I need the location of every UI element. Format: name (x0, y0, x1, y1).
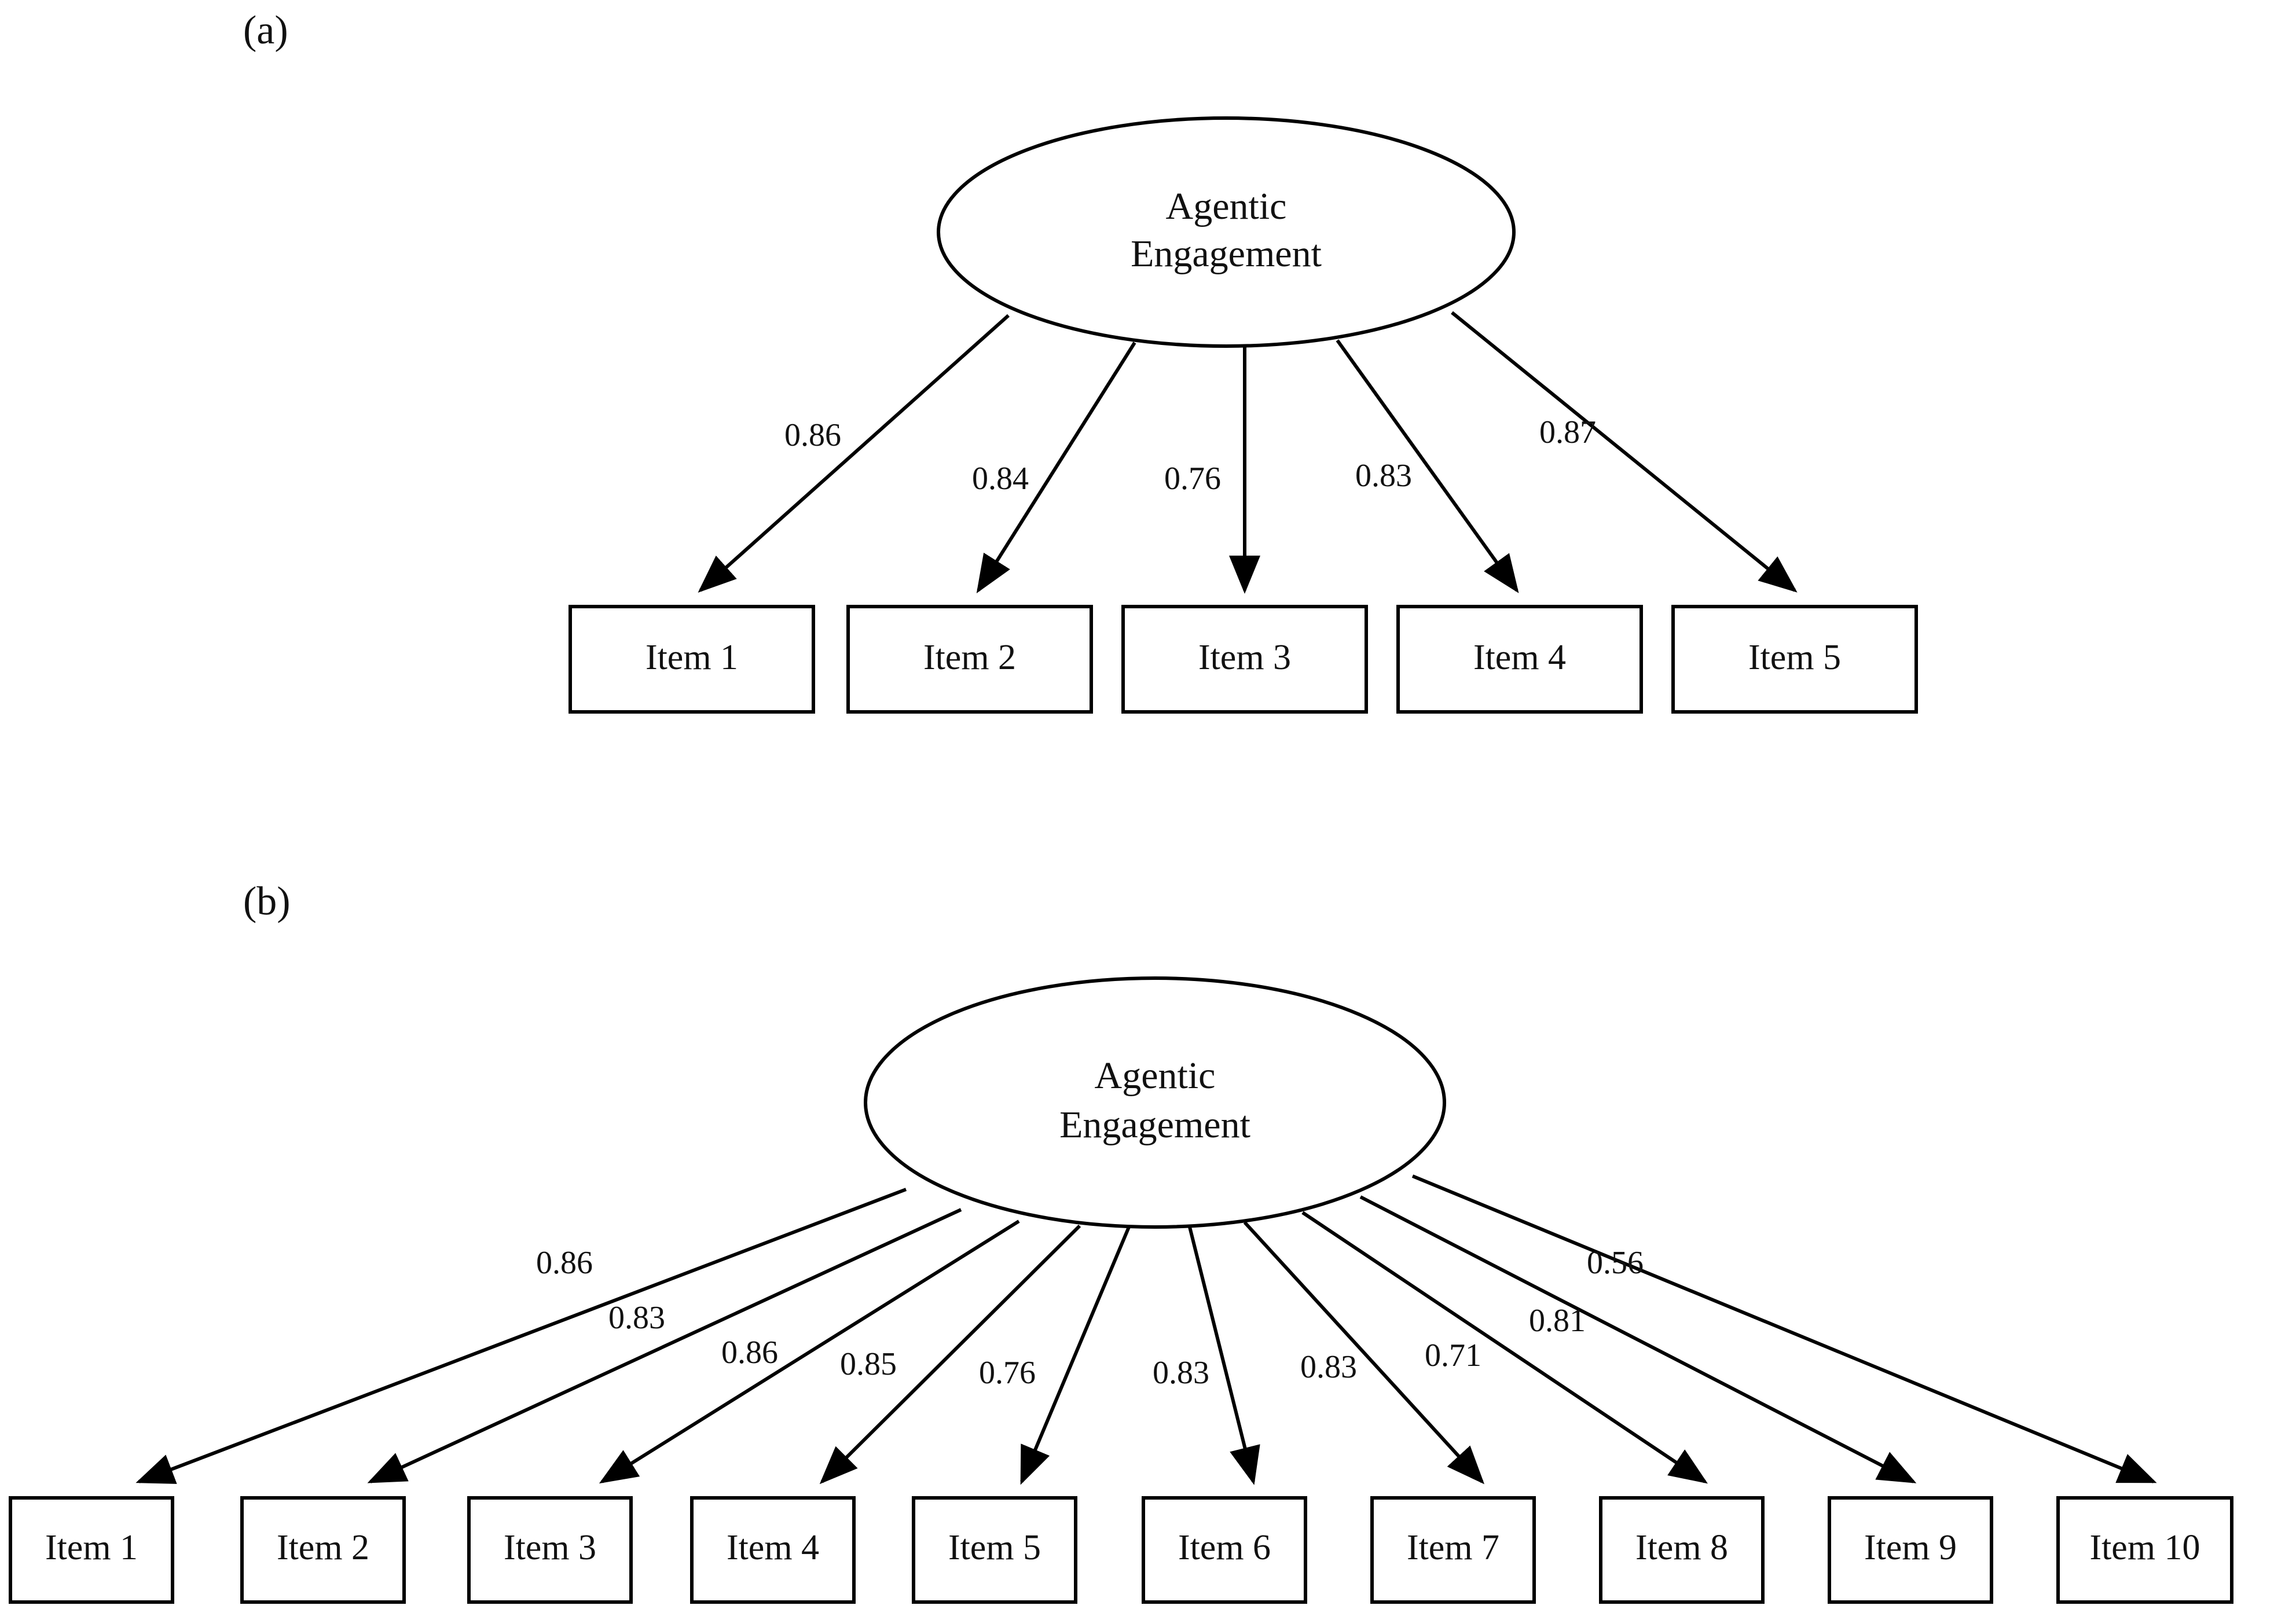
panel-a-item-box-1[interactable]: Item 1 (569, 605, 815, 714)
panel-b-path-arrow-8 (1301, 1211, 1708, 1484)
panel-b-label: (b) (243, 879, 291, 924)
panel-a-item-box-3[interactable]: Item 3 (1121, 605, 1368, 714)
panel-b-item-label-6: Item 6 (1178, 1528, 1271, 1567)
panel-a-path-arrow-1 (698, 314, 1010, 593)
panel-b-path-arrow-1 (135, 1188, 907, 1484)
panel-b-item-label-9: Item 9 (1864, 1528, 1957, 1567)
panel-a-latent-ellipse[interactable] (937, 116, 1516, 348)
panel-b-item-label-2: Item 2 (277, 1528, 369, 1567)
panel-b-item-box-3[interactable]: Item 3 (467, 1496, 633, 1604)
panel-b-item-box-5[interactable]: Item 5 (912, 1496, 1077, 1604)
panel-b-loading-5: 0.76 (979, 1355, 1036, 1391)
panel-b-item-box-7[interactable]: Item 7 (1370, 1496, 1536, 1604)
panel-a-item-label-5: Item 5 (1748, 638, 1841, 677)
panel-a-item-label-3: Item 3 (1198, 638, 1291, 677)
panel-b-item-box-6[interactable]: Item 6 (1142, 1496, 1307, 1604)
panel-b-loading-6: 0.83 (1153, 1355, 1209, 1391)
panel-b-item-label-7: Item 7 (1407, 1528, 1499, 1567)
panel-b-loading-2: 0.83 (608, 1300, 665, 1336)
panel-b-latent-label-line2: Engagement (1059, 1104, 1250, 1146)
panel-b-item-label-1: Item 1 (45, 1528, 138, 1567)
panel-a-path-arrow-5 (1451, 311, 1798, 593)
panel-b-path-arrow-5 (1020, 1226, 1131, 1485)
panel-b-item-label-4: Item 4 (727, 1528, 819, 1567)
panel-a-item-box-2[interactable]: Item 2 (846, 605, 1093, 714)
panel-a-loading-3: 0.76 (1164, 461, 1221, 497)
panel-b-path-arrow-10 (1411, 1174, 2157, 1483)
panel-a-loading-2: 0.84 (972, 461, 1029, 497)
panel-b-loading-1: 0.86 (536, 1245, 593, 1281)
panel-b-path-arrow-4 (819, 1224, 1081, 1485)
panel-b-item-box-9[interactable]: Item 9 (1828, 1496, 1993, 1604)
panel-a-item-box-4[interactable]: Item 4 (1396, 605, 1643, 714)
panel-b-path-arrow-9 (1359, 1195, 1917, 1483)
panel-a-loading-1: 0.86 (784, 417, 841, 453)
panel-a-label: (a) (243, 8, 288, 53)
panel-b-item-box-4[interactable]: Item 4 (690, 1496, 856, 1604)
panel-b-loading-10: 0.56 (1587, 1245, 1644, 1281)
panel-b-path-arrow-6 (1188, 1226, 1260, 1485)
panel-b-latent-label-line1: Agentic (1095, 1055, 1216, 1097)
panel-a-loading-5: 0.87 (1539, 414, 1596, 450)
panel-b-item-label-8: Item 8 (1635, 1528, 1728, 1567)
panel-b-item-box-1[interactable]: Item 1 (9, 1496, 174, 1604)
panel-b-path-arrow-2 (367, 1208, 962, 1483)
panel-a-item-label-4: Item 4 (1473, 638, 1566, 677)
panel-b-item-label-10: Item 10 (2089, 1528, 2200, 1567)
panel-b-latent-ellipse[interactable] (864, 976, 1446, 1229)
panel-a-latent-label-line1: Agentic (1166, 185, 1287, 227)
panel-a-path-arrow-4 (1336, 339, 1519, 593)
panel-b-loading-4: 0.85 (840, 1346, 897, 1382)
panel-b-loading-9: 0.81 (1529, 1303, 1586, 1339)
panel-b-item-label-5: Item 5 (948, 1528, 1041, 1567)
panel-b-path-arrow-3 (599, 1219, 1020, 1484)
panel-b-loading-8: 0.71 (1425, 1338, 1481, 1373)
panel-a-path-arrow-2 (976, 341, 1136, 594)
panel-a-item-box-5[interactable]: Item 5 (1671, 605, 1918, 714)
panel-b-loading-3: 0.86 (721, 1335, 778, 1371)
panel-a-loading-4: 0.83 (1355, 458, 1412, 494)
panel-b-path-arrow-7 (1243, 1221, 1485, 1485)
panel-b-item-box-8[interactable]: Item 8 (1599, 1496, 1765, 1604)
panel-b-item-label-3: Item 3 (504, 1528, 596, 1567)
panel-a-item-label-2: Item 2 (923, 638, 1016, 677)
panel-b-item-box-10[interactable]: Item 10 (2056, 1496, 2233, 1604)
panel-a-item-label-1: Item 1 (645, 638, 738, 677)
panel-b-loading-7: 0.83 (1300, 1349, 1357, 1385)
panel-b-item-box-2[interactable]: Item 2 (240, 1496, 406, 1604)
panel-a-latent-label-line2: Engagement (1131, 233, 1322, 275)
